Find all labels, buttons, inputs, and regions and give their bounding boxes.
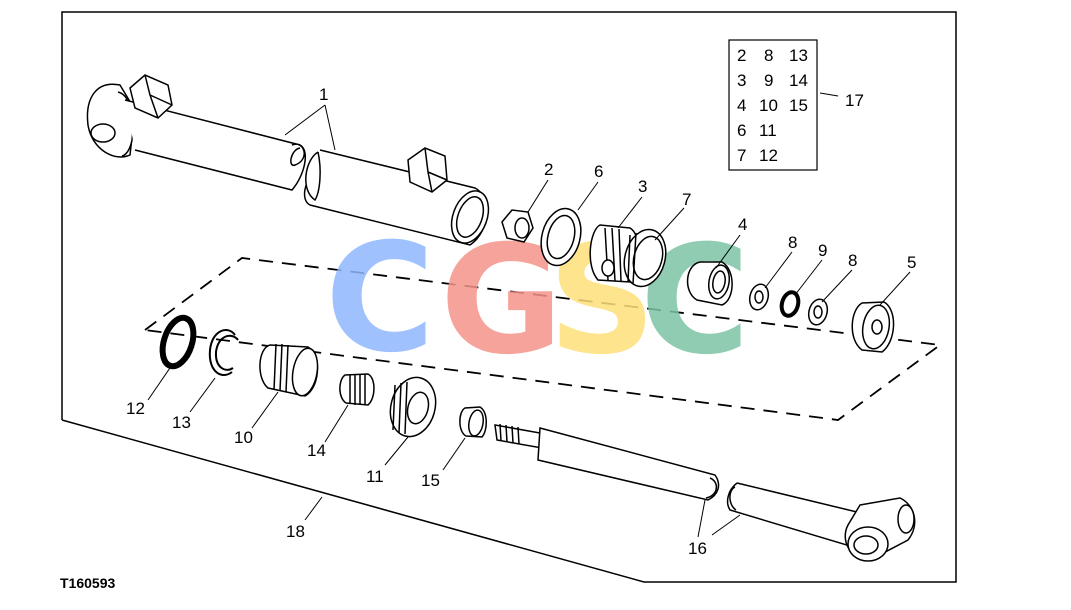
watermark-letter-c1: C — [325, 212, 435, 386]
part-washer-8a — [748, 283, 770, 311]
callout-11: 11 — [366, 467, 384, 486]
part-seal-9 — [779, 290, 801, 318]
leader-lines — [147, 92, 911, 538]
callout-14: 14 — [307, 441, 326, 460]
kit-cell: 2 — [737, 46, 746, 65]
kit-cell: 4 — [737, 96, 746, 115]
callout-18: 18 — [286, 522, 305, 541]
kit-table: 2 8 13 3 9 14 4 10 15 6 11 7 12 — [728, 39, 818, 171]
kit-cell: 13 — [789, 46, 808, 65]
kit-table-border — [728, 39, 818, 171]
callout-6: 6 — [594, 162, 603, 181]
kit-cell: 14 — [789, 71, 808, 90]
callout-13: 13 — [172, 413, 191, 432]
cylinder-barrel — [86, 74, 490, 246]
cgsc-watermark: C G S C — [325, 212, 750, 388]
callout-17: 17 — [845, 91, 864, 110]
part-snap-ring-13 — [208, 329, 239, 377]
callout-10: 10 — [234, 428, 253, 447]
part-bushing-4 — [686, 261, 733, 306]
kit-cell: 11 — [759, 121, 777, 140]
callout-9: 9 — [818, 241, 827, 260]
piston-rod — [494, 423, 916, 562]
part-gland-10 — [259, 343, 319, 397]
callout-2: 2 — [544, 160, 553, 179]
kit-cell: 15 — [789, 96, 808, 115]
outer-frame — [61, 11, 957, 583]
part-washer-8b — [807, 298, 829, 326]
part-cap-5 — [851, 301, 895, 353]
kit-cell: 10 — [759, 96, 778, 115]
callout-7: 7 — [682, 190, 691, 209]
part-bushing-15 — [459, 406, 487, 438]
kit-cell: 9 — [764, 71, 773, 90]
callout-8b: 8 — [848, 251, 857, 270]
part-nut-2 — [501, 209, 534, 243]
callout-3: 3 — [638, 177, 647, 196]
callout-5: 5 — [907, 253, 916, 272]
figure-id: T160593 — [60, 575, 115, 591]
part-ring-6 — [540, 207, 582, 267]
kit-cell: 6 — [737, 121, 746, 140]
kit-cell: 7 — [737, 146, 746, 165]
part-ring-12 — [159, 314, 197, 370]
part-piston-11 — [389, 376, 437, 438]
seal-kit-dashed-boundary — [142, 257, 943, 421]
kit-cell: 12 — [759, 146, 778, 165]
callout-labels: 1 2 6 3 7 4 8 9 8 5 17 12 13 10 14 11 15… — [60, 85, 916, 591]
callout-12: 12 — [126, 399, 145, 418]
part-spring-14 — [339, 373, 375, 406]
callout-8a: 8 — [788, 233, 797, 252]
callout-4: 4 — [738, 215, 747, 234]
callout-1: 1 — [319, 85, 328, 104]
kit-cell: 8 — [764, 46, 773, 65]
kit-cell: 3 — [737, 71, 746, 90]
part-seal-7 — [623, 228, 667, 288]
callout-15: 15 — [421, 471, 440, 490]
callout-16: 16 — [688, 539, 707, 558]
